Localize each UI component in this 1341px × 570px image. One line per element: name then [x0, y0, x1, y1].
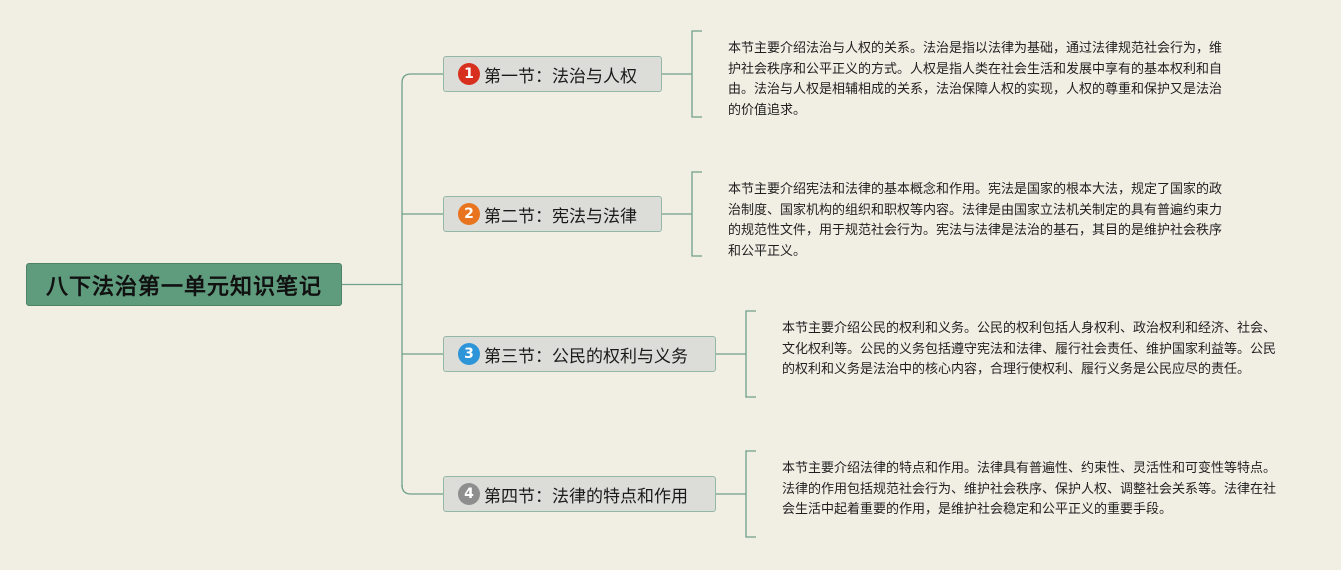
note-1[interactable]: 本节主要介绍法治与人权的关系。法治是指以法律为基础，通过法律规范社会行为，维护社… — [728, 41, 1223, 118]
branch-node-2[interactable]: 2 第二节：宪法与法律 — [443, 196, 662, 232]
branch-node-3[interactable]: 3 第三节：公民的权利与义务 — [443, 336, 716, 372]
branch-title-4: 第四节：法律的特点和作用 — [484, 486, 688, 507]
note-2[interactable]: 本节主要介绍宪法和法律的基本概念和作用。宪法是国家的根本大法，规定了国家的政治制… — [728, 182, 1223, 259]
root-node[interactable]: 八下法治第一单元知识笔记 — [26, 263, 342, 306]
branch-node-1[interactable]: 1 第一节：法治与人权 — [443, 56, 662, 92]
bracket-3 — [716, 310, 756, 398]
note-4[interactable]: 本节主要介绍法律的特点和作用。法律具有普遍性、约束性、灵活性和可变性等特点。法律… — [782, 461, 1277, 517]
branch-title-2: 第二节：宪法与法律 — [484, 206, 637, 227]
badge-number-2: 2 — [458, 203, 480, 225]
bracket-2 — [662, 171, 702, 257]
badge-number-3: 3 — [458, 343, 480, 365]
branch-title-3: 第三节：公民的权利与义务 — [484, 346, 688, 367]
bracket-1 — [662, 30, 702, 118]
bracket-4 — [716, 450, 756, 538]
branch-title-1: 第一节：法治与人权 — [484, 66, 637, 87]
note-3[interactable]: 本节主要介绍公民的权利和义务。公民的权利包括人身权利、政治权利和经济、社会、文化… — [782, 321, 1277, 377]
badge-number-4: 4 — [458, 483, 480, 505]
root-title: 八下法治第一单元知识笔记 — [45, 274, 322, 300]
branch-node-4[interactable]: 4 第四节：法律的特点和作用 — [443, 476, 716, 512]
branch-4-connector — [401, 484, 443, 495]
badge-number-1: 1 — [458, 63, 480, 85]
branch-1-connector — [401, 73, 443, 84]
